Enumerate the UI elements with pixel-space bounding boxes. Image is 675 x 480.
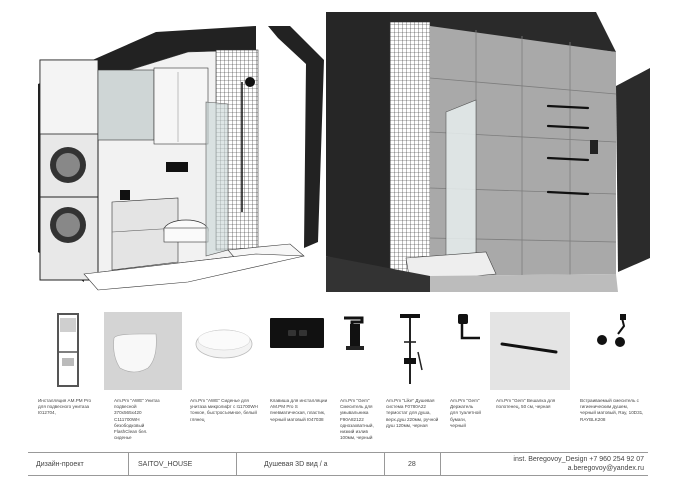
render-bathroom-isometric [28, 12, 324, 292]
installation-frame-image [57, 313, 79, 387]
product-installation-description: Инсталляция AM.PM Pro для подвесного уни… [38, 398, 92, 416]
product-flush-plate-description: Клавиша для инсталляции AM.PM Pro S пнев… [270, 398, 328, 422]
divider [128, 453, 129, 475]
instagram-phone: inst. Beregovoy_Design +7 960 254 92 07 [513, 456, 644, 463]
product-basin-mixer-description: Am.Pm "Gem" Смеситель для умывальника F9… [340, 398, 374, 441]
divider [440, 453, 441, 475]
product-toilet-description: Am.Pm "AWE" Унитаз подвесной 370х565х420… [114, 398, 160, 441]
sheet-title: Душевая 3D вид / a [264, 460, 328, 468]
render-shower-view [326, 12, 650, 292]
project-name: SAITOV_HOUSE [138, 460, 193, 468]
basin-mixer-image [344, 316, 364, 350]
product-towel-bar-description: Am.Pm "Gem" Вешалка для полотенец, 50 см… [496, 398, 556, 410]
product-paper-holder-description: Am.Pm "Gem" Держатель для туалетной бума… [450, 398, 481, 428]
project-label: Дизайн-проект [36, 460, 84, 468]
paper-holder-image [458, 314, 480, 340]
email: a.beregovoy@yandex.ru [567, 465, 644, 472]
hygienic-mixer-image [597, 314, 626, 347]
towel-bar-image [490, 312, 570, 390]
flush-plate-image [270, 318, 324, 348]
toilet-seat-image [195, 329, 253, 359]
shower-system-image [400, 314, 423, 384]
products-row: Инсталляция AM.PM Pro для подвесного уни… [0, 312, 675, 452]
divider [236, 453, 237, 475]
divider [384, 453, 385, 475]
contacts: inst. Beregovoy_Design +7 960 254 92 07 … [448, 453, 644, 475]
product-shower-system-description: Am.Pm "Like" Душевая система F0780A22 те… [386, 398, 439, 428]
title-block: Дизайн-проект SAITOV_HOUSE Душевая 3D ви… [28, 452, 648, 476]
product-hygienic-mixer-description: Встраиваемый смеситель с гигиеническим д… [580, 398, 644, 422]
product-seat-description: Am.Pm "AWE" Сиденье для унитаза микролиф… [190, 398, 258, 422]
page-number: 28 [408, 460, 416, 468]
toilet-image [104, 312, 182, 390]
